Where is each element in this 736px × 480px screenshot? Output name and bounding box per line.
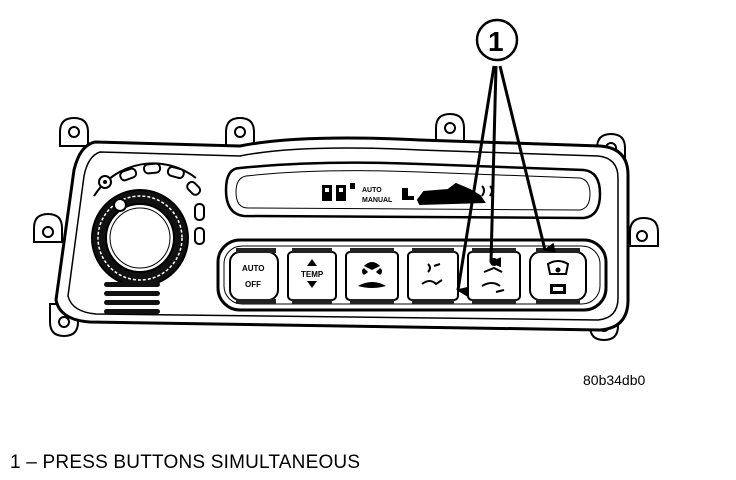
legend-separator: –	[26, 452, 38, 473]
panel-mode-button[interactable]	[407, 248, 459, 304]
temp-label: TEMP	[301, 270, 324, 279]
defrost-button[interactable]	[529, 248, 587, 304]
vent-grille-icon	[104, 282, 160, 314]
fan-icon	[358, 262, 386, 288]
mounting-tabs	[33, 112, 659, 342]
auto-off-button[interactable]	[229, 248, 279, 304]
fan-button[interactable]	[345, 248, 399, 304]
display-auto-label: AUTO	[362, 187, 382, 194]
callout-arrows	[456, 65, 556, 297]
display-window	[224, 161, 602, 220]
panel-mode-icon	[421, 263, 443, 286]
defrost-icon	[546, 260, 570, 275]
temp-button[interactable]	[287, 248, 337, 304]
display-manual-label: MANUAL	[362, 197, 393, 204]
figure-code: 80b34db0	[583, 372, 646, 388]
mode-knob-icon	[91, 162, 205, 287]
seat-icon	[402, 188, 414, 200]
callout-1: 1	[475, 18, 519, 62]
rear-defrost-icon	[550, 284, 566, 294]
outside-temp-icon	[322, 183, 355, 201]
callout-number: 1	[488, 26, 504, 57]
legend: 1 – PRESS BUTTONS SIMULTANEOUS	[10, 452, 360, 474]
legend-text: PRESS BUTTONS SIMULTANEOUS	[42, 452, 361, 473]
off-label: OFF	[245, 280, 261, 289]
bilevel-mode-button[interactable]	[467, 248, 521, 304]
bezel-inner	[67, 147, 619, 321]
legend-number: 1	[10, 452, 21, 473]
auto-label: AUTO	[242, 264, 265, 273]
car-icon	[416, 182, 493, 206]
